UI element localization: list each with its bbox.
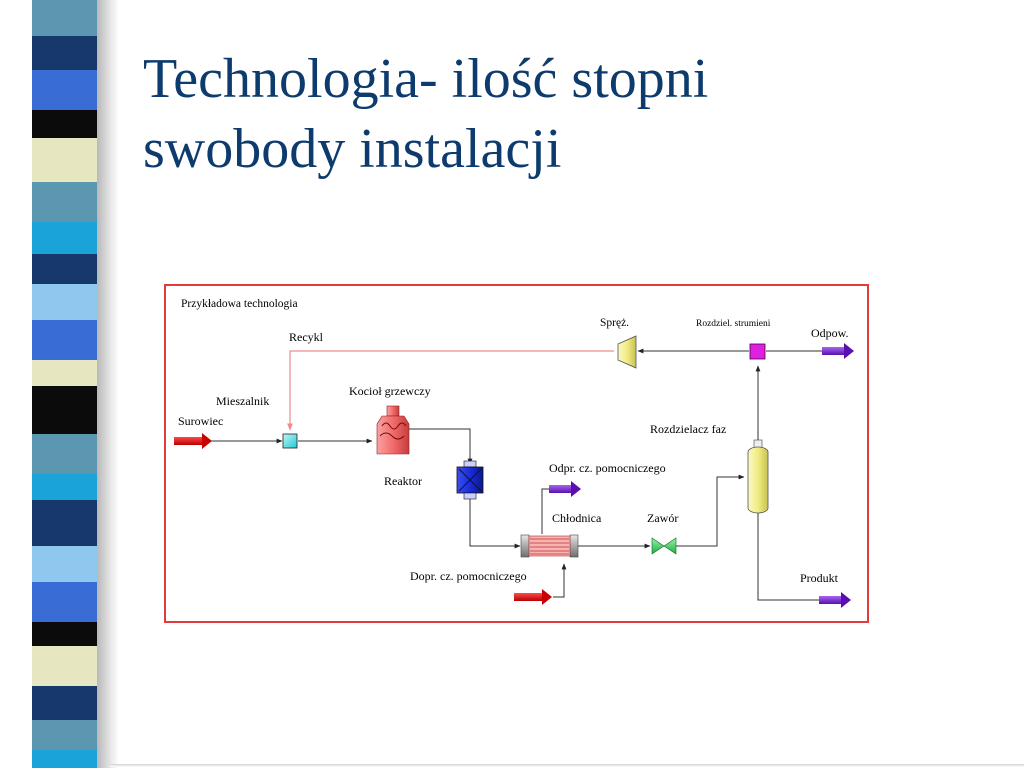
label-aux-out: Odpr. cz. pomocniczego xyxy=(549,461,666,475)
aux-in-arrow xyxy=(514,589,552,605)
strip-block xyxy=(32,36,98,70)
strip-shadow xyxy=(97,0,119,768)
strip-block xyxy=(32,138,98,182)
label-feed: Surowiec xyxy=(178,414,223,428)
strip-block xyxy=(32,254,98,284)
strip-block xyxy=(32,750,98,768)
strip-block xyxy=(32,320,98,360)
feed-arrow xyxy=(174,433,212,449)
label-valve: Zawór xyxy=(647,511,678,525)
strip-block xyxy=(32,70,98,110)
flow-lines xyxy=(210,348,822,601)
strip-block xyxy=(32,500,98,546)
strip-block xyxy=(32,284,98,320)
separator-icon xyxy=(747,439,769,514)
strip-block xyxy=(32,434,98,474)
reactor-icon xyxy=(456,460,484,500)
slide-title-line-2: swobody instalacji xyxy=(143,118,562,180)
slide-title-line-1: Technologia- ilość stopni xyxy=(143,48,709,110)
label-boiler: Kocioł grzewczy xyxy=(349,384,431,398)
label-reactor: Reaktor xyxy=(384,474,422,488)
strip-block xyxy=(32,582,98,622)
decorative-side-strip xyxy=(32,0,98,768)
bottom-divider xyxy=(110,764,1024,767)
strip-block xyxy=(32,686,98,720)
strip-block xyxy=(32,222,98,254)
boiler-icon xyxy=(376,405,410,455)
valve-icon xyxy=(651,537,677,555)
strip-block xyxy=(32,0,98,36)
label-mixer: Mieszalnik xyxy=(216,394,269,408)
compressor-icon xyxy=(617,335,637,369)
recycle-line xyxy=(287,350,614,431)
aux-out-arrow xyxy=(549,481,581,497)
label-recycle: Recykl xyxy=(289,330,324,344)
strip-block xyxy=(32,720,98,750)
slide-title: Technologia- ilość stopni swobody instal… xyxy=(143,44,1003,184)
strip-block xyxy=(32,622,98,646)
strip-block xyxy=(32,646,98,686)
purge-arrow xyxy=(822,343,854,359)
strip-block xyxy=(32,474,98,500)
strip-block xyxy=(32,110,98,138)
product-arrow xyxy=(819,592,851,608)
strip-block xyxy=(32,386,98,434)
strip-block xyxy=(32,360,98,386)
process-flow-diagram: Przykładowa technologia Recykl Spręż. Ro… xyxy=(164,284,869,623)
splitter-icon xyxy=(749,343,766,360)
label-aux-in: Dopr. cz. pomocniczego xyxy=(410,569,527,583)
label-compressor: Spręż. xyxy=(600,317,629,329)
label-cooler: Chłodnica xyxy=(552,511,602,525)
label-purge: Odpow. xyxy=(811,326,849,340)
label-phase-separator: Rozdzielacz faz xyxy=(650,422,726,436)
label-splitter: Rozdziel. strumieni xyxy=(696,319,771,329)
strip-block xyxy=(32,182,98,222)
mixer-icon xyxy=(282,433,298,449)
diagram-caption: Przykładowa technologia xyxy=(181,298,298,310)
strip-block xyxy=(32,546,98,582)
cooler-icon xyxy=(520,534,579,558)
label-product: Produkt xyxy=(800,571,839,585)
